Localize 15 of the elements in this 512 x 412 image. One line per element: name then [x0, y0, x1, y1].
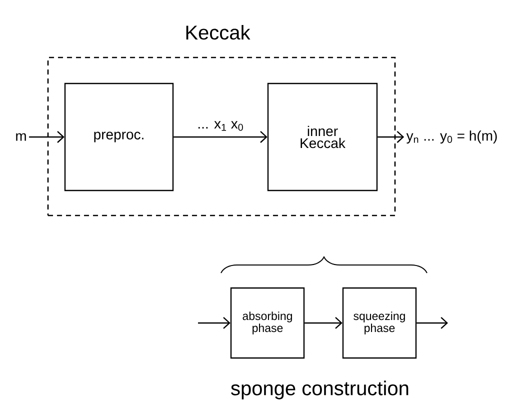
arrow: [174, 131, 268, 143]
process-box: preproc.: [64, 82, 174, 192]
arrow: [416, 317, 448, 329]
text-label: y$_{n}$ ... y$_{0}$ = h(m): [406, 130, 497, 144]
process-box: absorbing phase: [230, 287, 305, 359]
process-box: inner Keccak: [267, 82, 378, 192]
caption: sponge construction: [231, 380, 408, 400]
arrow: [378, 131, 404, 143]
arrow: [304, 317, 342, 329]
arrow: [29, 131, 64, 143]
edge-label: ... x$_{1}$ x$_{0}$: [198, 121, 243, 131]
process-box: squeezing phase: [342, 287, 417, 359]
text-label: m: [16, 133, 26, 141]
heading: Keccak: [186, 24, 250, 40]
arrow: [198, 317, 230, 329]
